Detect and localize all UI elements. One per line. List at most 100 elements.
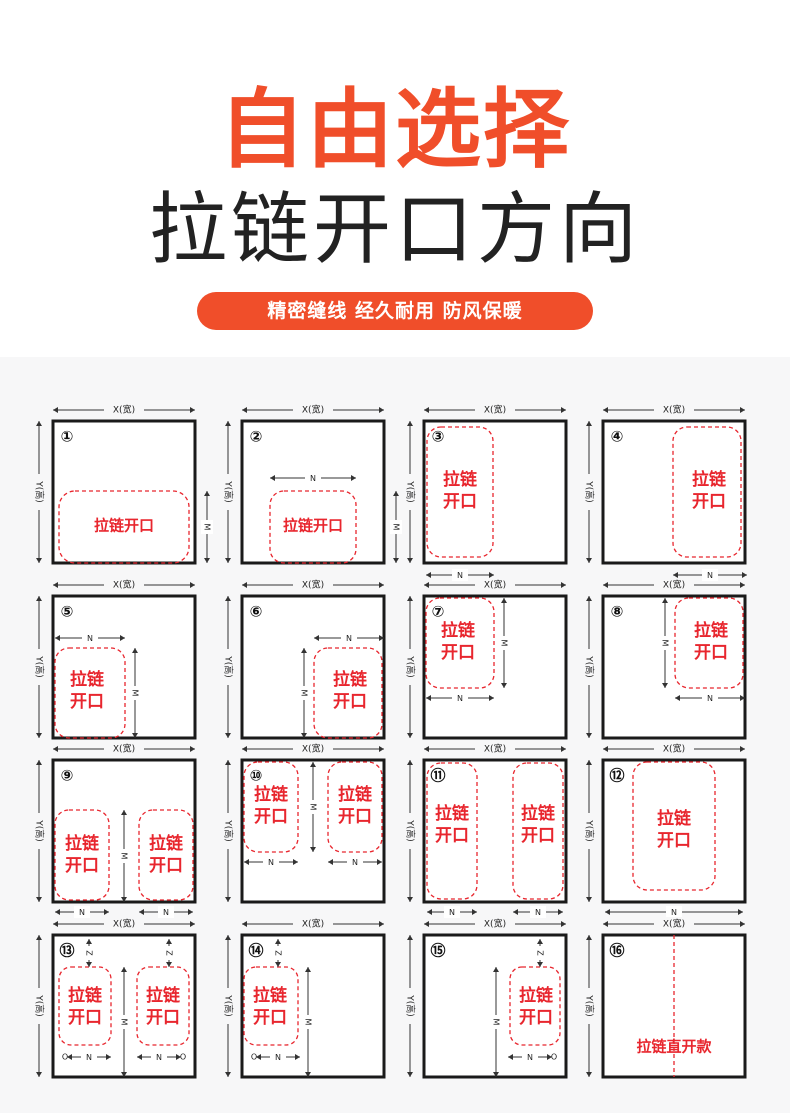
- zip-label-line1: 拉链: [694, 620, 729, 641]
- zip-area-right: [136, 966, 190, 1046]
- dim-n-label-bg: [270, 1051, 286, 1063]
- dim-x-head-left: [424, 746, 429, 752]
- subheadline: 拉链开口方向: [148, 185, 641, 275]
- panel-frame: [422, 594, 568, 740]
- zip-label-line2: 开口: [519, 1008, 553, 1028]
- dim-y-label: Y(高): [405, 480, 417, 503]
- dim-x: X(宽): [53, 917, 195, 930]
- dim-n-label: N: [527, 1053, 533, 1062]
- dim-y-head-bottom: [36, 1072, 42, 1077]
- dim-y-label: Y(高): [223, 994, 235, 1017]
- dim-n-right-label-bg: [158, 906, 174, 918]
- dim-y-head-top: [36, 935, 42, 940]
- dim-m-label-bg: [201, 520, 213, 534]
- dim-y: Y(高): [32, 596, 46, 738]
- panel-frame: [601, 758, 747, 904]
- dim-y-head-top: [36, 596, 42, 601]
- zip-label-right-line2: 开口: [338, 807, 372, 827]
- dim-m-head-bottom: [204, 558, 210, 563]
- dim-y-head-bottom: [36, 558, 42, 563]
- dim-x-head-left: [424, 407, 429, 413]
- dim-n-label: N: [707, 571, 713, 580]
- dim-x-label: X(宽): [484, 404, 506, 416]
- zip-label-line1: 拉链: [519, 985, 554, 1006]
- dim-n-label: N: [275, 1053, 281, 1062]
- dim-x-head-left: [242, 582, 247, 588]
- panel-number: ⑪: [430, 767, 445, 785]
- dim-n-left-head-left: [55, 909, 60, 915]
- dim-n-right-head-right: [176, 1054, 181, 1060]
- zip-label-line1: 拉链: [441, 620, 476, 641]
- dim-y-head-bottom: [407, 897, 413, 902]
- dim-z-right-label: Z: [165, 950, 174, 956]
- dim-x-label-bg: [475, 917, 515, 930]
- dim-y-head-top: [407, 935, 413, 940]
- dim-y-label-bg: [32, 813, 46, 849]
- dim-n-left-label-bg: [74, 906, 90, 918]
- dim-n-right-head-right: [377, 859, 382, 865]
- dim-n-left-head-right: [472, 909, 477, 915]
- zip-label-line2: 开口: [441, 643, 475, 663]
- dim-n-label: N: [87, 634, 93, 643]
- dim-x-label: X(宽): [302, 918, 324, 930]
- dim-y-head-bottom: [225, 558, 231, 563]
- dim-x-head-left: [603, 921, 608, 927]
- dim-n-left-head-right: [293, 859, 298, 865]
- dim-x: X(宽): [53, 578, 195, 591]
- dim-n-head-left: [605, 909, 610, 915]
- panel-number: ⑩: [250, 767, 263, 785]
- dim-y-head-top: [225, 596, 231, 601]
- dim-y-head-top: [36, 421, 42, 426]
- zip-label-left-line2: 开口: [65, 856, 99, 876]
- dim-n-label: N: [310, 474, 316, 483]
- dim-y: Y(高): [403, 760, 417, 902]
- dim-n-head-left: [55, 635, 60, 641]
- zip-area: [426, 426, 494, 558]
- dim-x-head-right: [740, 921, 745, 927]
- dim-n-right-label: N: [163, 908, 169, 917]
- dim-n-label-bg: [341, 632, 357, 644]
- panel-number: ⑤: [61, 603, 74, 621]
- zip-label-right-line2: 开口: [521, 826, 555, 846]
- dim-x-label-bg: [104, 742, 144, 755]
- dim-x: X(宽): [53, 403, 195, 416]
- dim-m-label: M: [300, 690, 309, 697]
- dim-m-head-top: [493, 967, 499, 972]
- zip-label-line2: 开口: [70, 692, 104, 712]
- dim-m-label: M: [120, 1019, 129, 1026]
- dim-o: O: [251, 1053, 257, 1062]
- panel-frame: [240, 933, 386, 1079]
- zip-area-right: [512, 762, 564, 900]
- dim-y-label: Y(高): [34, 994, 46, 1017]
- dim-y: Y(高): [582, 596, 596, 738]
- dim-z-left-head-top: [86, 939, 92, 944]
- dim-y-head-bottom: [407, 558, 413, 563]
- dim-x-label: X(宽): [113, 579, 135, 591]
- dim-y-label-bg: [582, 649, 596, 685]
- dim-n-label-bg: [702, 692, 718, 704]
- dim-z-left-label-bg: [83, 946, 95, 960]
- panel-frame: [601, 419, 747, 565]
- dim-y-label: Y(高): [34, 480, 46, 503]
- dim-m-label-bg: [490, 1015, 502, 1029]
- dim-x-head-left: [242, 921, 247, 927]
- dim-y-label-bg: [582, 813, 596, 849]
- dim-y: Y(高): [32, 760, 46, 902]
- zip-area-left: [243, 761, 299, 853]
- dim-n-head-left: [426, 695, 431, 701]
- zip-area: [632, 761, 716, 891]
- panel-number: ⑦: [432, 603, 445, 621]
- dim-x: X(宽): [603, 742, 745, 755]
- dim-x-label-bg: [293, 578, 333, 591]
- dim-y-head-bottom: [225, 897, 231, 902]
- zip-label-line2: 开口: [692, 492, 726, 512]
- dim-n-head-right: [295, 1054, 300, 1060]
- dim-m-head-bottom: [310, 847, 316, 852]
- dim-y-head-top: [586, 935, 592, 940]
- zip-area-left: [58, 966, 112, 1046]
- dim-n-label: N: [346, 634, 352, 643]
- dim-m-label: M: [309, 804, 318, 811]
